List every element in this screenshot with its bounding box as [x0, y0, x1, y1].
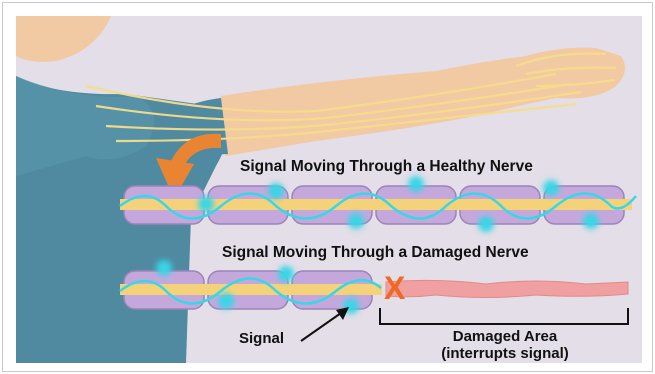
healthy-nerve-title: Signal Moving Through a Healthy Nerve [240, 158, 533, 176]
illustration-panel: Signal Moving Through a Healthy Nerve Si… [16, 16, 642, 363]
damaged-area-label: Damaged Area (interrupts signal) [410, 328, 600, 362]
damaged-area-line2: (interrupts signal) [410, 345, 600, 362]
bracket-icon [380, 308, 628, 324]
damaged-nerve-title: Signal Moving Through a Damaged Nerve [222, 244, 529, 262]
damaged-area-line1: Damaged Area [410, 328, 600, 345]
damaged-nerve [120, 260, 628, 314]
nerve-illustration [16, 16, 642, 363]
signal-label: Signal [239, 330, 284, 347]
pointer-arrow-icon [301, 307, 349, 341]
damage-marker: X [384, 270, 405, 307]
